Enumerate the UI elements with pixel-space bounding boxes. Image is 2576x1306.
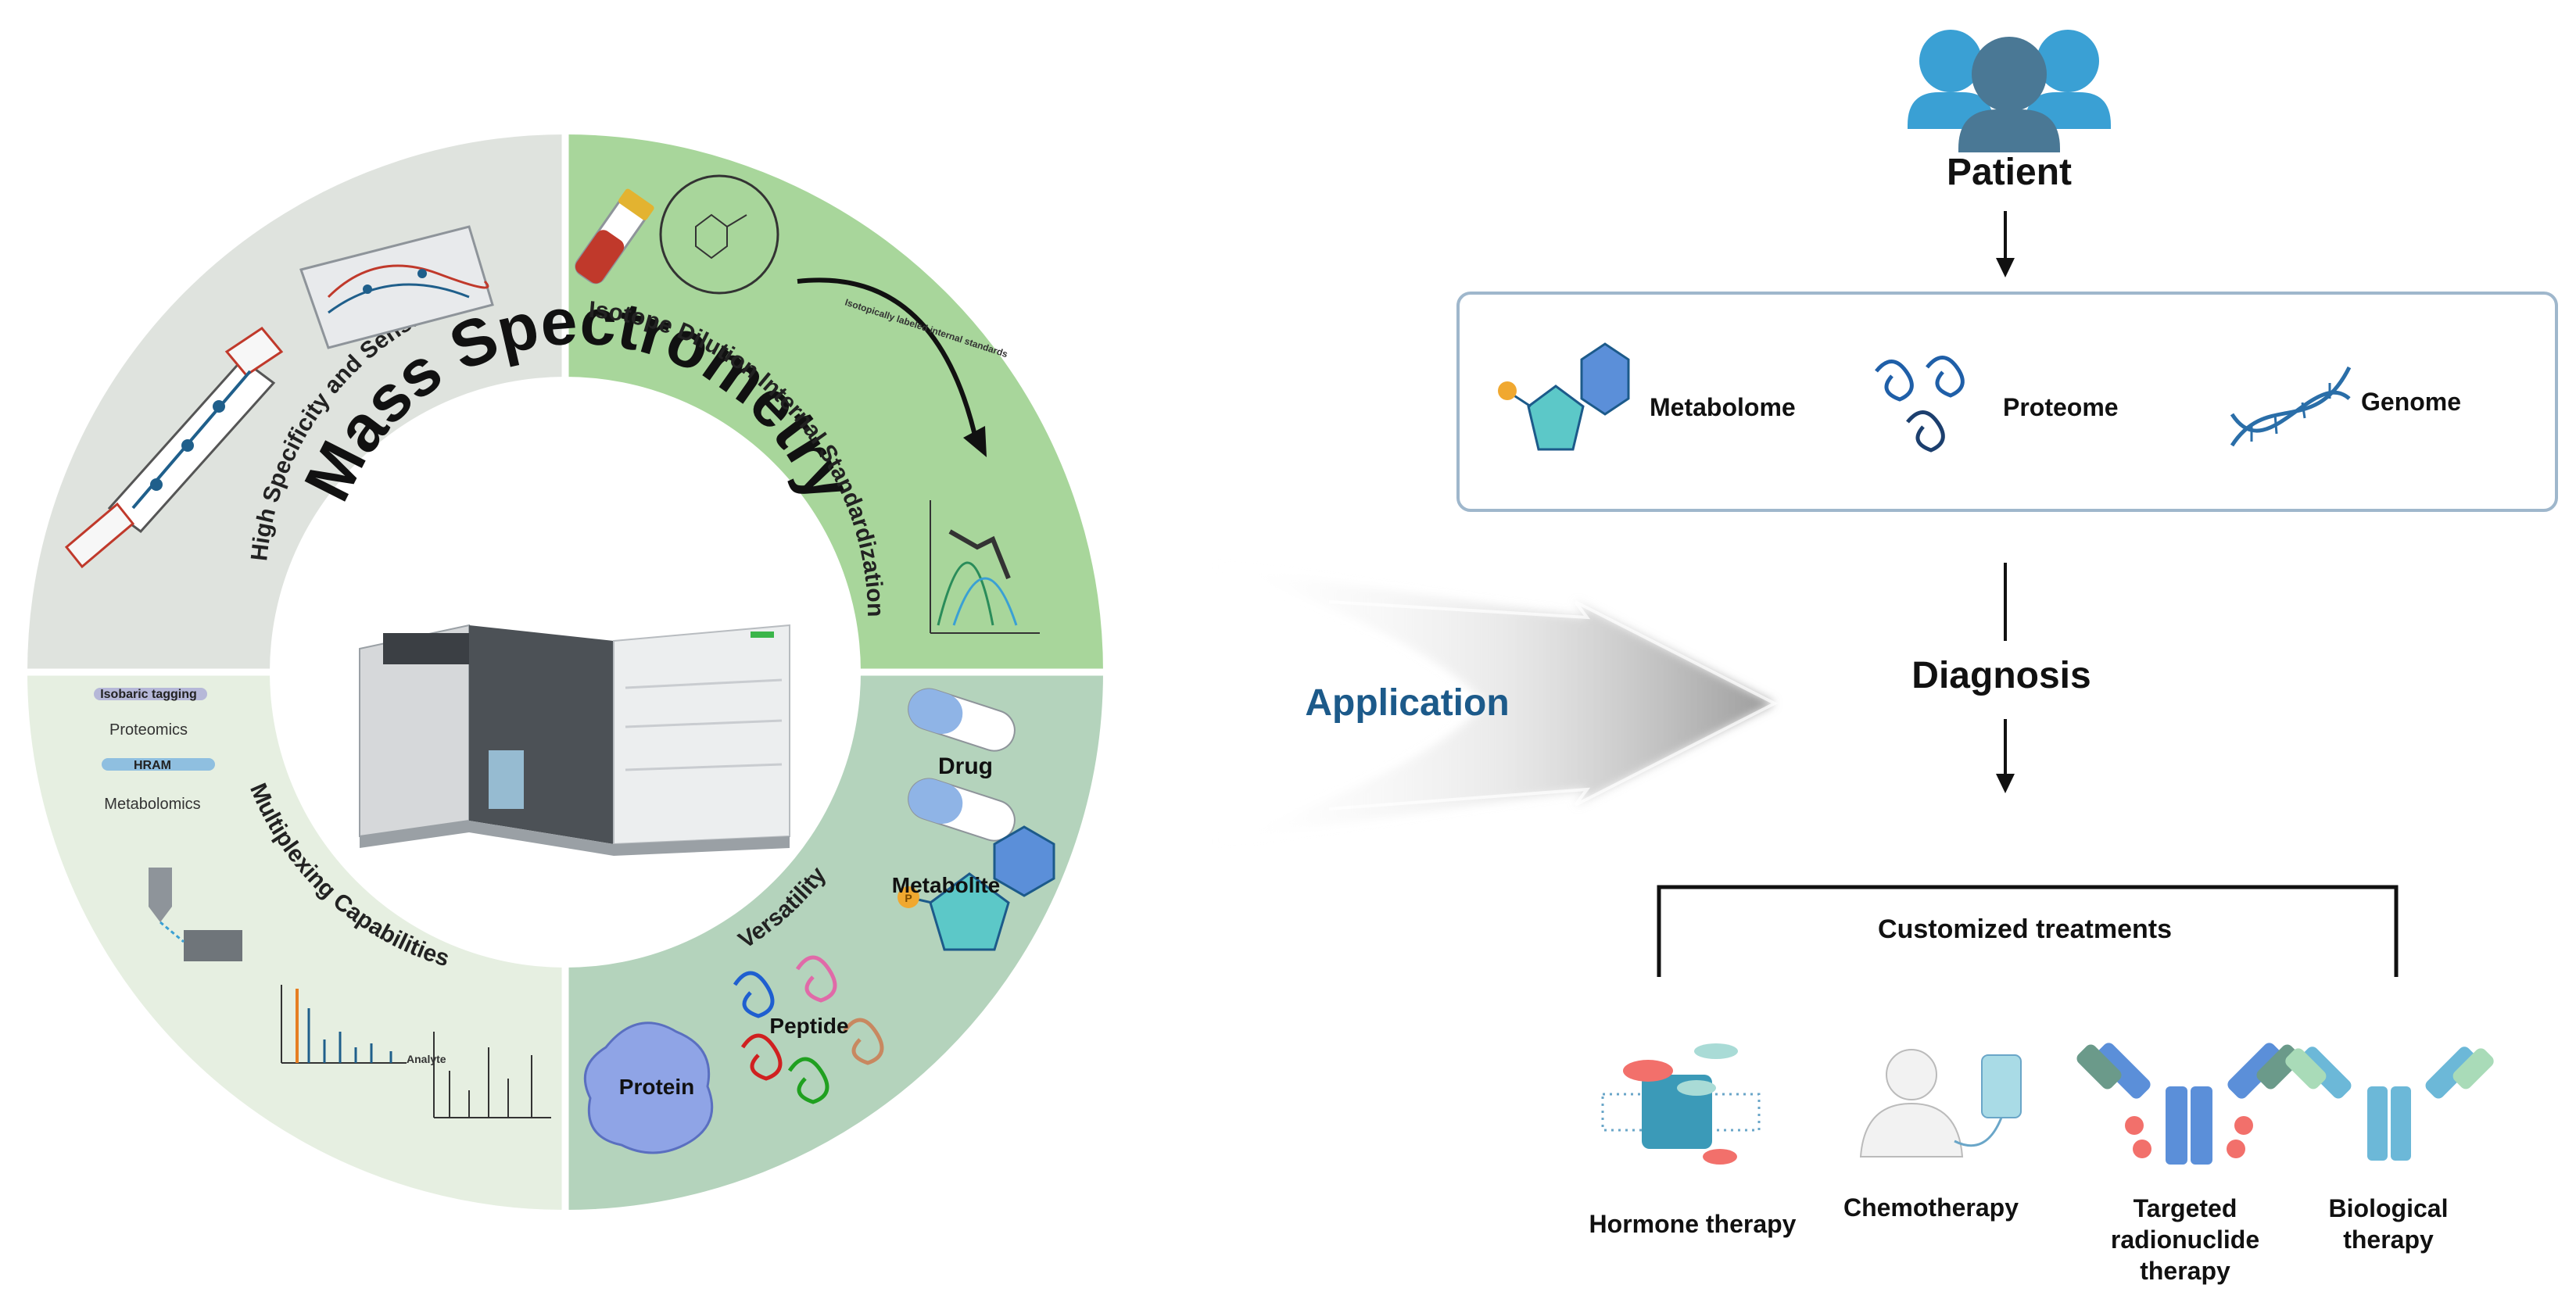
molecule-magnifier bbox=[659, 174, 779, 295]
svg-text:P: P bbox=[905, 892, 912, 904]
hormone-therapy-icon bbox=[1601, 1043, 1761, 1165]
mass-spectrometer-illustration bbox=[359, 624, 790, 856]
dna-icon bbox=[2230, 366, 2352, 447]
peptide-coils bbox=[733, 955, 884, 1104]
ion-trap-illustration bbox=[64, 327, 284, 569]
radionuclide-antibody-icon bbox=[2076, 1043, 2302, 1165]
svg-text:HRAM: HRAM bbox=[134, 759, 171, 772]
metabolome-icon bbox=[1498, 342, 1630, 451]
protein-label: Protein bbox=[619, 1075, 694, 1099]
svg-text:Isobaric tagging: Isobaric tagging bbox=[100, 688, 197, 701]
people-icon bbox=[1908, 30, 2111, 152]
metabolite-label: Metabolite bbox=[892, 873, 1000, 897]
biological-antibody-icon bbox=[2285, 1047, 2494, 1161]
proteome-label: Proteome bbox=[2003, 393, 2119, 421]
targeted-therapy-label-2: radionuclide bbox=[2111, 1225, 2259, 1254]
proteome-icon bbox=[1875, 356, 1965, 453]
spectrum-plot-2 bbox=[433, 1032, 551, 1118]
chromatogram-illustration bbox=[930, 500, 1040, 634]
targeted-therapy-label-1: Targeted bbox=[2134, 1194, 2237, 1222]
biological-therapy-label-2: therapy bbox=[2343, 1225, 2434, 1254]
metabolite-icon: P bbox=[897, 825, 1055, 951]
analyte-label: Analyte bbox=[407, 1053, 446, 1065]
mass-spec-wheel: Mass Spectrometry High Specificity and S… bbox=[24, 131, 1106, 1213]
metabolome-label: Metabolome bbox=[1650, 393, 1796, 421]
application-label: Application bbox=[1305, 682, 1509, 724]
application-arrow bbox=[1204, 563, 1779, 844]
protein-blob bbox=[583, 1022, 714, 1154]
esi-source-illustration bbox=[149, 868, 242, 961]
curved-arrow bbox=[797, 277, 980, 446]
proteomics-label: Proteomics bbox=[109, 721, 188, 739]
chemotherapy-label: Chemotherapy bbox=[1843, 1193, 2019, 1222]
peptide-label: Peptide bbox=[769, 1014, 848, 1038]
hram-bar: HRAM bbox=[102, 758, 215, 772]
omics-box bbox=[1456, 292, 2558, 512]
drug-capsules bbox=[908, 688, 1016, 842]
targeted-therapy-label-3: therapy bbox=[2140, 1257, 2230, 1285]
chemotherapy-icon bbox=[1859, 1049, 2022, 1158]
blood-tube-icon bbox=[575, 188, 654, 284]
patient-label: Patient bbox=[1947, 152, 2072, 193]
drug-label: Drug bbox=[938, 753, 993, 779]
quadrupole-illustration bbox=[299, 225, 494, 349]
diagnosis-label: Diagnosis bbox=[1911, 655, 2091, 696]
spectrum-plot-1 bbox=[281, 985, 407, 1064]
isobaric-tagging-bar: Isobaric tagging bbox=[94, 688, 207, 701]
genome-label: Genome bbox=[2361, 388, 2461, 416]
biological-therapy-label-1: Biological bbox=[2329, 1194, 2449, 1222]
treatments-title: Customized treatments bbox=[1878, 914, 2172, 944]
hormone-therapy-label: Hormone therapy bbox=[1589, 1210, 1797, 1238]
metabolomics-label: Metabolomics bbox=[104, 796, 200, 813]
treatments-bracket bbox=[1657, 885, 2399, 977]
